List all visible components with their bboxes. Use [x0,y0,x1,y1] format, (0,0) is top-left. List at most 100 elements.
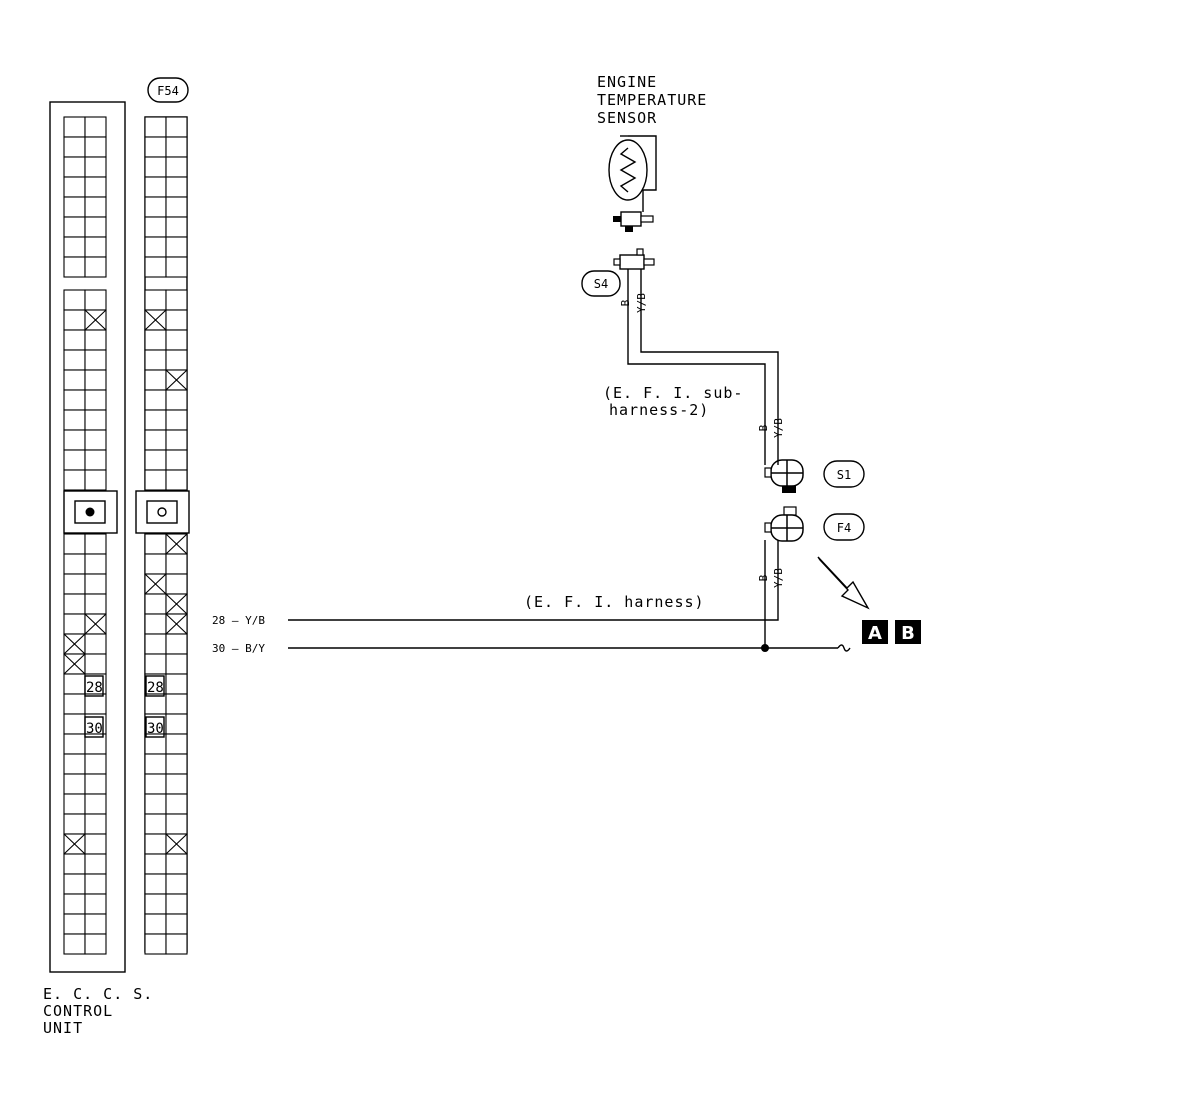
pin-cell [63,553,86,575]
unused-pin-mark [165,593,188,615]
ecu-pin-28-box [84,675,104,697]
pin-cell [63,673,86,695]
reference-arrow [817,556,870,610]
pin-cell [84,753,107,775]
pin-cell [144,136,167,158]
pin-cell [84,553,107,575]
pin-cell [63,793,86,815]
pin-cell [165,289,188,311]
pin-cell [144,389,167,411]
pin-cell [165,309,188,331]
pin-cell [144,633,167,655]
pin-cell [165,933,188,955]
pin-cell [63,176,86,198]
f4-wire-yb-label: Y/B [772,568,785,588]
pin-cell [144,329,167,351]
ecu-title-line2: CONTROL [43,1002,113,1020]
pin-cell [63,309,86,331]
pin-cell [144,613,167,635]
pin-cell [84,773,107,795]
pin-cell [63,693,86,715]
f4-wire-b-label: B [757,574,770,581]
pin-cell [165,693,188,715]
sensor-title-line1: ENGINE [597,73,657,91]
pin-cell [165,673,188,695]
unused-pin-mark [84,309,107,331]
sensor-title-line2: TEMPERATURE [597,91,707,109]
pin-cell [144,653,167,675]
s1-connector-badge [823,460,865,488]
pin-cell [63,733,86,755]
pin-cell [165,256,188,278]
pin-cell [144,449,167,471]
pin-cell [144,553,167,575]
sub-harness-wires [627,269,779,465]
pin-cell [63,853,86,875]
pin-cell [144,593,167,615]
pin-cell [84,893,107,915]
unused-pin-mark [144,573,167,595]
main-harness-label: (E. F. I. harness) [524,593,705,611]
pin-cell [84,289,107,311]
pin-cell [165,136,188,158]
pin-cell [144,256,167,278]
unused-pin-mark [84,613,107,635]
pin-cell [63,449,86,471]
pin-cell [84,429,107,451]
f54-pin-30-label: 30 [147,721,164,737]
pin-cell [165,793,188,815]
unused-pin-mark [165,833,188,855]
s1-wire-b-label: B [757,424,770,431]
pin-cell [84,369,107,391]
pin-cell [63,156,86,178]
ecu-title-line3: UNIT [43,1019,83,1037]
pin-cell [144,156,167,178]
pin-cell [144,196,167,218]
wire-30-label: 30 — B/Y [212,642,265,655]
pin-cell [84,156,107,178]
sub-harness-label-line2: harness-2) [609,401,709,419]
pin-cell [63,136,86,158]
pin-cell [144,369,167,391]
pin-cell [63,256,86,278]
pin-cell [165,196,188,218]
pin-cell [84,236,107,258]
ref-badge-b: B [895,620,921,644]
pin-cell [63,369,86,391]
s4-wire-yb-label: Y/B [635,293,648,313]
unused-pin-mark [63,633,86,655]
main-harness-wires [288,540,851,652]
pin-cell [84,349,107,371]
pin-cell [84,793,107,815]
pin-cell [84,933,107,955]
ecu-pin-28-label: 28 [86,680,103,696]
pin-cell [144,409,167,431]
pin-cell [144,693,167,715]
pin-cell [63,813,86,835]
pin-cell [63,753,86,775]
pin-cell [63,773,86,795]
sensor-title-line3: SENSOR [597,109,657,127]
sub-harness-label-line1: (E. F. I. sub- [603,384,743,402]
pin-cell [63,533,86,555]
pin-cell [165,913,188,935]
pin-cell [165,773,188,795]
pin-cell [165,116,188,138]
pin-cell [63,289,86,311]
pin-cell [165,236,188,258]
pin-cell [165,216,188,238]
pin-cell [165,329,188,351]
s4-connector-badge [581,270,621,297]
pin-cell [165,753,188,775]
pin-cell [84,256,107,278]
pin-cell [84,653,107,675]
pin-cell [165,653,188,675]
unused-pin-mark [165,613,188,635]
f54-pin-28-label: 28 [147,680,164,696]
pin-cell [63,593,86,615]
s1-connector-symbol [764,459,804,493]
pin-cell [144,893,167,915]
pin-cell [144,813,167,835]
pin-cell [63,469,86,491]
pin-cell [144,753,167,775]
